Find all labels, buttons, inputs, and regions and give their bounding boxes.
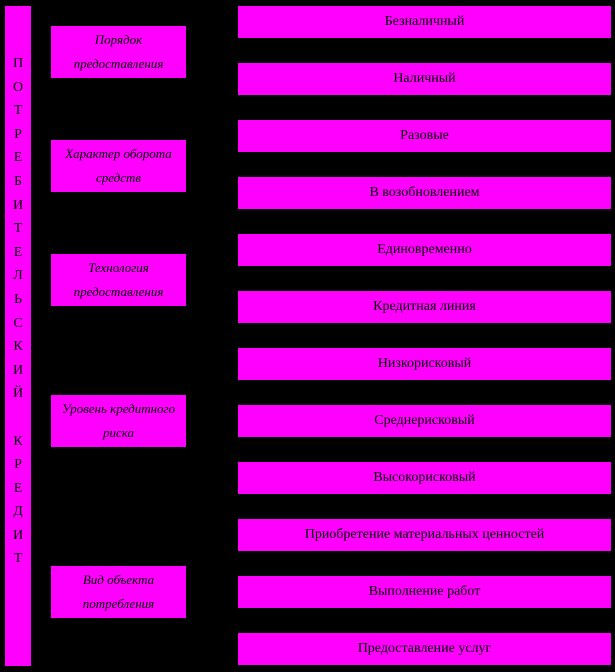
title-letter: Й — [12, 386, 24, 402]
title-letter: С — [13, 315, 23, 331]
title-letter: Т — [13, 221, 23, 237]
option-box: Разовые — [237, 119, 612, 153]
option-box: Низкорисковый — [237, 347, 612, 381]
category-box-risk-level: Уровень кредитного риска — [50, 394, 187, 448]
title-letter: И — [12, 197, 24, 213]
title-letter: П — [12, 56, 24, 71]
title-letter: О — [12, 79, 24, 95]
option-box: Приобретение материальных ценностей — [237, 518, 612, 552]
option-box: Кредитная линия — [237, 290, 612, 324]
title-letter: Р — [14, 457, 22, 473]
title-letter: И — [12, 527, 24, 543]
title-letter: К — [13, 339, 23, 355]
category-box-technology: Технология предоставления — [50, 253, 187, 307]
category-box-object-type: Вид объекта потребления — [50, 565, 187, 619]
option-box: Среднерисковый — [237, 404, 612, 438]
option-box: Высокорисковый — [237, 461, 612, 495]
option-box: Предоставление услуг — [237, 632, 612, 666]
title-letter: И — [12, 362, 24, 378]
vertical-title-box: П О Т Р Е Б И Т Е Л Ь С К И Й К Р Е Д И … — [4, 5, 32, 667]
title-letter: Д — [13, 504, 23, 520]
title-letter: Л — [13, 268, 23, 284]
title-letter: Р — [14, 126, 22, 142]
option-box: Наличный — [237, 62, 612, 96]
title-letter: Е — [13, 480, 23, 496]
title-letter: Б — [13, 173, 23, 189]
title-letter: Ь — [13, 291, 23, 307]
title-letter: Е — [13, 244, 23, 260]
option-box: Безналичный — [237, 5, 612, 39]
title-letter: К — [13, 433, 23, 449]
option-box: Выполнение работ — [237, 575, 612, 609]
title-letter: Е — [13, 150, 23, 166]
option-box: Единовременно — [237, 233, 612, 267]
category-box-turnover: Характер оборота средств — [50, 139, 187, 193]
category-box-order: Порядок предоставления — [50, 25, 187, 79]
option-box: В возобновлением — [237, 176, 612, 210]
title-letter: Т — [13, 103, 23, 119]
title-letter: Т — [13, 551, 23, 567]
